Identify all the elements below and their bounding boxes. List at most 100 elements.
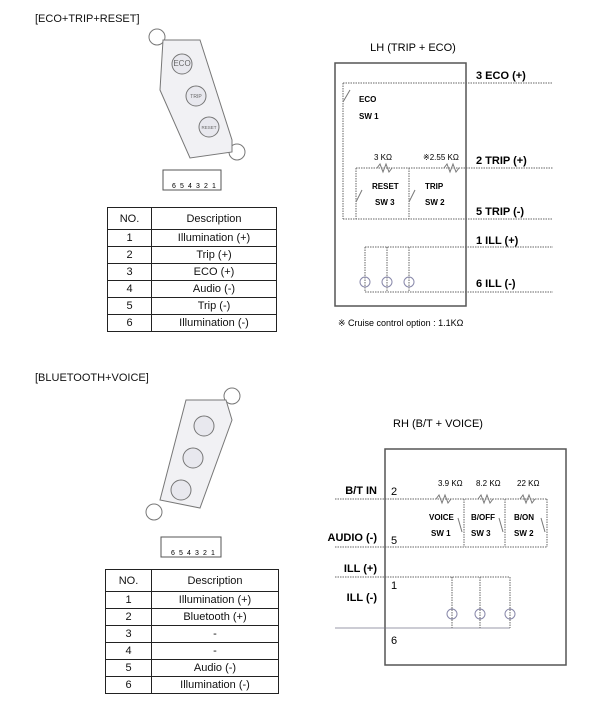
svg-text:AUDIO (-): AUDIO (-)	[328, 532, 378, 544]
pin-number: 5	[107, 297, 152, 315]
pin-description: ECO (+)	[151, 263, 277, 281]
svg-text:2: 2	[391, 486, 397, 498]
pin-number: 2	[105, 608, 152, 626]
svg-text:1 ILL (+): 1 ILL (+)	[476, 235, 519, 247]
pin-number: 5	[105, 659, 152, 677]
bt-connector-icon: 6 5 4 3 2 1	[160, 536, 222, 558]
svg-text:SW 1: SW 1	[431, 529, 451, 538]
svg-text:3.9 KΩ: 3.9 KΩ	[438, 479, 463, 488]
svg-text:3 ECO (+): 3 ECO (+)	[476, 70, 526, 82]
svg-text:4: 4	[187, 550, 191, 557]
pin-number: 4	[107, 280, 152, 298]
svg-text:6: 6	[172, 183, 176, 190]
svg-text:2: 2	[204, 183, 208, 190]
svg-text:RESET: RESET	[372, 182, 399, 191]
svg-text:3: 3	[195, 550, 199, 557]
table-row: 4-	[105, 642, 279, 660]
trip-button-icon	[185, 85, 207, 107]
lh-circuit-diagram: LH (TRIP + ECO) 3 ECO (+) 2 TRIP (+) 5 T…	[334, 42, 553, 328]
svg-text:B/OFF: B/OFF	[471, 513, 495, 522]
pin-description: Trip (+)	[151, 246, 277, 264]
eco-switch-illustration: ECO TRIP RESET	[148, 28, 246, 161]
column-header: Description	[151, 207, 277, 230]
pin-number: 1	[107, 229, 152, 247]
pin-number: 1	[105, 591, 152, 609]
svg-text:RESET: RESET	[201, 125, 216, 130]
pin-number: 4	[105, 642, 152, 660]
pin-description: -	[151, 625, 279, 643]
svg-text:SW 3: SW 3	[375, 198, 395, 207]
svg-text:6 ILL (-): 6 ILL (-)	[476, 278, 516, 290]
lamp-icon	[359, 247, 415, 292]
pin-number: 6	[105, 676, 152, 694]
svg-text:ILL (-): ILL (-)	[347, 592, 378, 604]
svg-text:5 TRIP (-): 5 TRIP (-)	[476, 206, 524, 218]
phone-on-button-icon	[170, 479, 192, 501]
voice-button-icon	[193, 415, 215, 437]
lh-diagram-title: LH (TRIP + ECO)	[370, 42, 456, 54]
svg-text:3 KΩ: 3 KΩ	[374, 153, 392, 162]
svg-text:1: 1	[391, 580, 397, 592]
svg-text:SW 1: SW 1	[359, 112, 379, 121]
bt-section-title: [BLUETOOTH+VOICE]	[35, 372, 149, 384]
column-header: Description	[151, 569, 279, 592]
svg-text:6: 6	[391, 635, 397, 647]
svg-text:5: 5	[391, 535, 397, 547]
svg-text:SW 3: SW 3	[471, 529, 491, 538]
pin-number: 3	[107, 263, 152, 281]
pin-description: Audio (-)	[151, 280, 277, 298]
rh-circuit-diagram: RH (B/T + VOICE) B/T IN AUDIO (-) ILL (+…	[328, 418, 567, 666]
svg-text:ECO: ECO	[359, 95, 376, 104]
svg-text:4: 4	[188, 183, 192, 190]
pin-description: Audio (-)	[151, 659, 279, 677]
svg-text:TRIP: TRIP	[425, 182, 444, 191]
svg-text:2: 2	[203, 550, 207, 557]
pin-number: 2	[107, 246, 152, 264]
pin-description: -	[151, 642, 279, 660]
svg-text:1: 1	[211, 550, 215, 557]
svg-text:※2.55 KΩ: ※2.55 KΩ	[423, 153, 459, 162]
svg-text:TRIP: TRIP	[190, 94, 202, 100]
lamp-icon	[446, 577, 516, 628]
reset-button-icon	[198, 116, 220, 138]
svg-text:5: 5	[179, 550, 183, 557]
pin-number: 3	[105, 625, 152, 643]
svg-text:SW 2: SW 2	[425, 198, 445, 207]
eco-button-icon	[171, 53, 193, 75]
svg-text:22 KΩ: 22 KΩ	[517, 479, 539, 488]
svg-text:SW 2: SW 2	[514, 529, 534, 538]
bt-switch-illustration	[145, 387, 241, 521]
pin-description: Illumination (-)	[151, 676, 279, 694]
eco-section-title: [ECO+TRIP+RESET]	[35, 13, 140, 25]
pin-description: Trip (-)	[151, 297, 277, 315]
column-header: NO.	[107, 207, 152, 230]
svg-text:B/T IN: B/T IN	[345, 485, 377, 497]
pin-description: Illumination (+)	[151, 229, 277, 247]
svg-text:B/ON: B/ON	[514, 513, 534, 522]
svg-text:6: 6	[171, 550, 175, 557]
svg-text:2 TRIP (+): 2 TRIP (+)	[476, 155, 527, 167]
pin-description: Illumination (-)	[151, 314, 277, 332]
phone-off-button-icon	[182, 447, 204, 469]
pin-description: Illumination (+)	[151, 591, 279, 609]
table-row: 3-	[105, 625, 279, 643]
column-header: NO.	[105, 569, 152, 592]
pin-description: Bluetooth (+)	[151, 608, 279, 626]
eco-connector-icon: 6 5 4 3 2 1	[162, 169, 222, 191]
svg-text:ILL (+): ILL (+)	[344, 563, 377, 575]
footnote: ※ Cruise control option : 1.1KΩ	[338, 318, 464, 328]
rh-diagram-title: RH (B/T + VOICE)	[393, 418, 483, 430]
svg-text:3: 3	[196, 183, 200, 190]
